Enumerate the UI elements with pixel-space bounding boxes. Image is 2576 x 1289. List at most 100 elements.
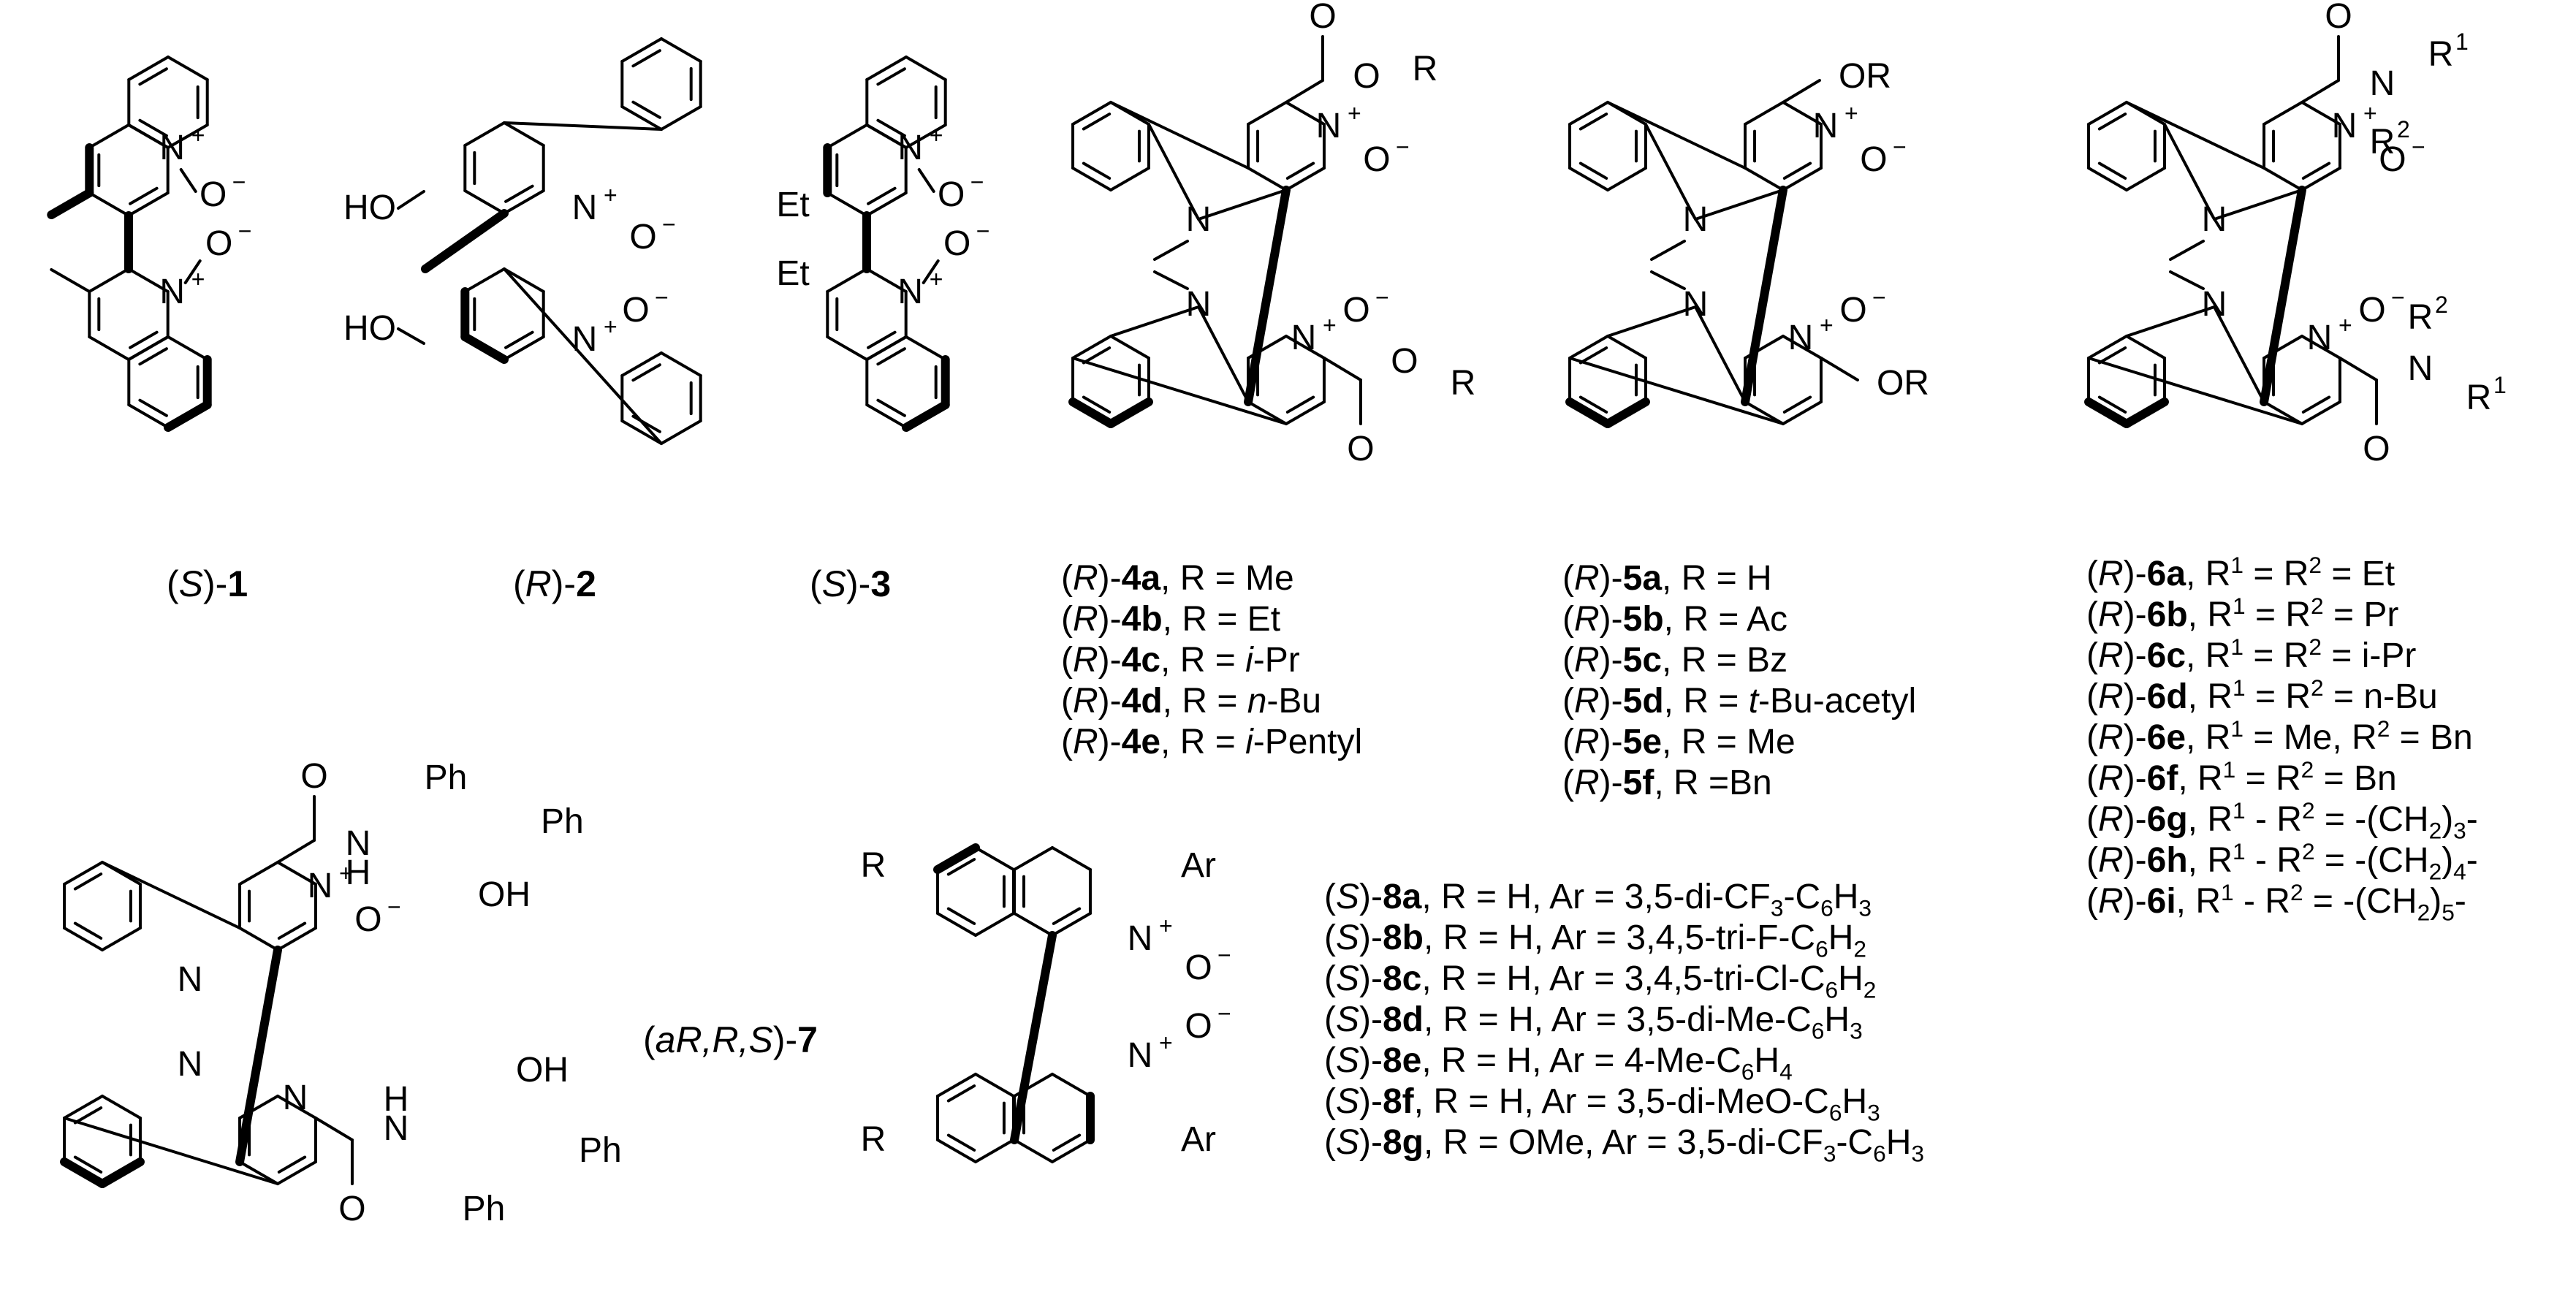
bond [1197, 189, 1288, 221]
bond [238, 861, 279, 886]
bond [1568, 167, 1609, 191]
bond [504, 330, 534, 349]
list-text: 2 [2309, 552, 2322, 578]
oxygen-label: O [200, 175, 227, 214]
hydroxyl-label: HO [343, 309, 396, 348]
list-stereo: S [1335, 1041, 1359, 1080]
bond [101, 1095, 142, 1119]
nitrogen-label: N [159, 129, 185, 167]
list-compound-number: 6e [2146, 718, 2186, 757]
list-text: = R [2243, 636, 2309, 675]
list-compound-number: 4a [1121, 559, 1161, 598]
charge-plus: + [191, 266, 205, 292]
oxygen-label: O [2379, 140, 2406, 179]
list-text: , R [2187, 841, 2233, 880]
list-compound-number: 8d [1382, 1000, 1424, 1039]
bond [1153, 240, 1189, 261]
bond [73, 1155, 103, 1174]
list-compound-number: 6g [2146, 800, 2188, 839]
bond [1606, 167, 1647, 191]
list-text: , R =Bn [1654, 764, 1772, 802]
list-item: (S)-8g, R = OMe, Ar = 3,5-di-CF3-C6H3 [1324, 1122, 1924, 1165]
list-paren: ( [2086, 759, 2098, 798]
charge-minus: − [2391, 284, 2405, 311]
bold-bond [1010, 931, 1057, 1144]
bond [127, 123, 170, 149]
list-paren: ( [1562, 723, 1574, 761]
list-sep: )- [1599, 764, 1623, 802]
bond [936, 912, 977, 937]
bond [63, 927, 104, 951]
charge-plus: + [191, 122, 205, 148]
oxygen-label: O [629, 218, 656, 256]
list-item: (R)-6g, R1 - R2 = -(CH2)3- [2086, 799, 2478, 842]
bond [2338, 357, 2378, 381]
list-text: H [1828, 919, 1854, 957]
aryl-label: Ar [1181, 846, 1216, 885]
bond [620, 419, 663, 445]
bond [946, 858, 976, 876]
bond [1051, 1138, 1092, 1163]
oxygen-label: O [622, 291, 649, 330]
list-text: 3 [1867, 1099, 1880, 1126]
list-stereo: R [2097, 759, 2124, 798]
nitrogen-label: N [1128, 919, 1153, 958]
nitrogen-label: N [346, 824, 371, 863]
r-group-label: R [861, 846, 886, 885]
charge-plus: + [1323, 312, 1337, 338]
bond [63, 1095, 104, 1119]
list-text: 2 [1853, 935, 1867, 962]
bond [1568, 335, 1609, 360]
list-stereo: R [2097, 841, 2124, 880]
list-paren: ( [1061, 600, 1073, 639]
nitrogen-label: N [1683, 200, 1709, 239]
bond [138, 118, 168, 137]
list-paren: ( [1562, 600, 1574, 639]
bond [138, 398, 168, 417]
bond [1247, 400, 1288, 425]
nitrogen-label: N [384, 1109, 409, 1148]
list-sep: )- [1599, 600, 1623, 639]
list-italic: t [1748, 682, 1759, 720]
oxygen-label: O [1353, 57, 1380, 96]
list-item: (R)-5c, R = Bz [1562, 640, 1916, 681]
bold-bond [902, 400, 950, 432]
bond [1285, 167, 1326, 191]
bond [167, 56, 209, 81]
bond [974, 846, 1015, 871]
bond [2087, 101, 2128, 126]
bond [1744, 400, 1785, 425]
list-compound-number: 6f [2146, 759, 2178, 798]
list-text: 6 [1815, 935, 1828, 962]
oxygen-label: O [2358, 291, 2385, 330]
list-paren: ( [2086, 800, 2098, 839]
list-text: , R [2186, 718, 2231, 757]
nitrogen-label: N [178, 960, 203, 999]
list-stereo: R [1573, 764, 1600, 802]
structure-1: N+O−N+O− [47, 56, 252, 432]
list-text: , R = [1160, 641, 1246, 680]
list-text: H [1833, 878, 1859, 916]
list-item: (R)-6d, R1 = R2 = n-Bu [2086, 676, 2478, 718]
list-compound-number: 6d [2146, 677, 2188, 716]
list-stereo: S [1335, 1000, 1359, 1039]
list-paren: ( [1061, 723, 1073, 761]
list-text: 5 [2442, 899, 2455, 926]
list-text: = -(CH [2314, 800, 2429, 839]
list-item: (S)-8c, R = H, Ar = 3,4,5-tri-Cl-C6H2 [1324, 959, 1924, 1003]
bond [865, 267, 908, 293]
list-sep: )- [1359, 1000, 1383, 1039]
bond [905, 56, 947, 81]
bold-bond [47, 189, 94, 219]
charge-minus: − [238, 218, 252, 244]
list-text: , R = [1162, 682, 1247, 720]
list-text: 2 [1863, 976, 1877, 1003]
bond [620, 37, 663, 63]
label-compound-7: (aR,R,S)-7 [643, 1019, 818, 1060]
r1-sup: 1 [2455, 28, 2469, 55]
list-compound-number: 4c [1121, 641, 1161, 680]
list-item: (R)-4c, R = i-Pr [1061, 640, 1362, 681]
list-text: , R [2187, 677, 2233, 716]
list-stereo: S [1335, 959, 1359, 998]
